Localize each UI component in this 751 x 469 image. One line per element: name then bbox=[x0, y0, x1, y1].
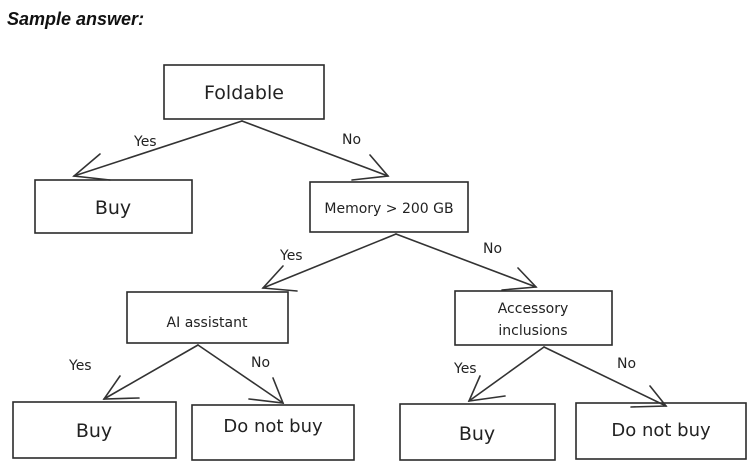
edge-memory-no bbox=[395, 233, 538, 291]
edge-ai-yes bbox=[102, 344, 199, 400]
node-memory-label: Memory > 200 GB bbox=[324, 201, 453, 217]
heading: Sample answer: bbox=[7, 9, 145, 29]
node-buy-accessory-yes-label: Buy bbox=[459, 423, 495, 445]
node-buy-left-label: Buy bbox=[95, 197, 131, 219]
node-accessory-label-line1: Accessory bbox=[498, 301, 569, 317]
edge-memory-yes bbox=[261, 233, 397, 292]
edge-foldable-no bbox=[241, 120, 390, 181]
node-foldable: Foldable bbox=[163, 64, 325, 120]
edge-accessory-no bbox=[543, 346, 668, 408]
edge-label-accessory-yes: Yes bbox=[453, 361, 477, 377]
edge-label-memory-no: No bbox=[483, 241, 502, 257]
edge-label-foldable-yes: Yes bbox=[133, 134, 157, 150]
node-memory: Memory > 200 GB bbox=[309, 181, 469, 233]
node-do-not-buy-accessory-no: Do not buy bbox=[575, 402, 747, 460]
edge-label-ai-yes: Yes bbox=[68, 358, 92, 374]
node-buy-accessory-yes: Buy bbox=[399, 403, 556, 461]
node-buy-left: Buy bbox=[34, 179, 193, 234]
edge-label-accessory-no: No bbox=[617, 356, 636, 372]
node-buy-ai-yes: Buy bbox=[12, 401, 177, 459]
edge-accessory-yes bbox=[467, 346, 545, 402]
edge-label-memory-yes: Yes bbox=[279, 248, 303, 264]
node-do-not-buy-accessory-no-label: Do not buy bbox=[611, 420, 711, 441]
edge-ai-no bbox=[197, 344, 285, 404]
node-ai-assistant: AI assistant bbox=[126, 291, 289, 344]
node-accessory-inclusions: Accessory inclusions bbox=[454, 290, 613, 346]
edge-label-ai-no: No bbox=[251, 355, 270, 371]
node-foldable-label: Foldable bbox=[204, 82, 284, 104]
node-accessory-label-line2: inclusions bbox=[498, 323, 567, 339]
edge-label-foldable-no: No bbox=[342, 132, 361, 148]
node-buy-ai-yes-label: Buy bbox=[76, 420, 112, 442]
node-do-not-buy-ai-no-label: Do not buy bbox=[223, 416, 323, 437]
edge-foldable-yes bbox=[72, 120, 243, 181]
node-do-not-buy-ai-no: Do not buy bbox=[191, 404, 355, 461]
node-ai-assistant-label: AI assistant bbox=[167, 315, 248, 331]
